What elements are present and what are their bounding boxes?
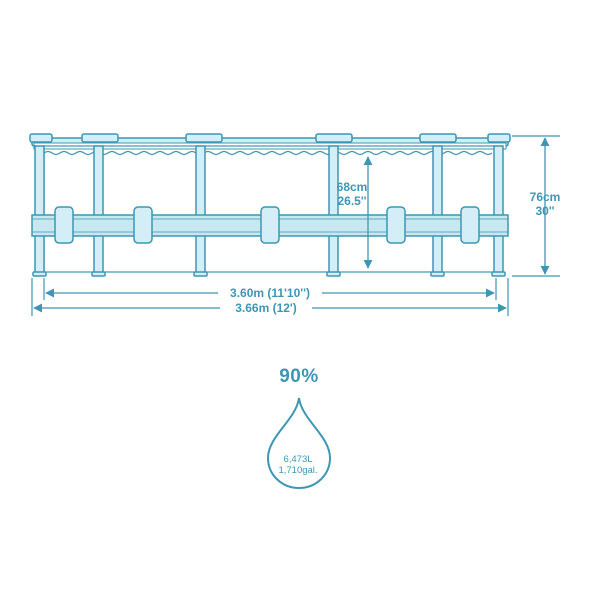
fill-percent: 90% bbox=[279, 366, 319, 387]
leg-feet bbox=[32, 271, 506, 277]
volume-gallons: 1,710gal. bbox=[278, 465, 317, 476]
belt-buckles bbox=[54, 206, 480, 244]
water-depth-in: 26.5'' bbox=[337, 194, 366, 208]
height-in: 30'' bbox=[535, 204, 554, 218]
inner-width-label: 3.60m (11'10'') bbox=[230, 286, 310, 300]
outer-width-label: 3.66m (12') bbox=[235, 301, 297, 315]
water-line bbox=[43, 150, 493, 156]
height-cm: 76cm bbox=[530, 190, 561, 204]
height-dimension bbox=[512, 135, 560, 277]
volume-liters: 6,473L bbox=[283, 454, 312, 465]
top-joints bbox=[29, 133, 511, 143]
water-depth-cm: 68cm bbox=[337, 180, 368, 194]
water-drop-icon bbox=[266, 397, 332, 490]
